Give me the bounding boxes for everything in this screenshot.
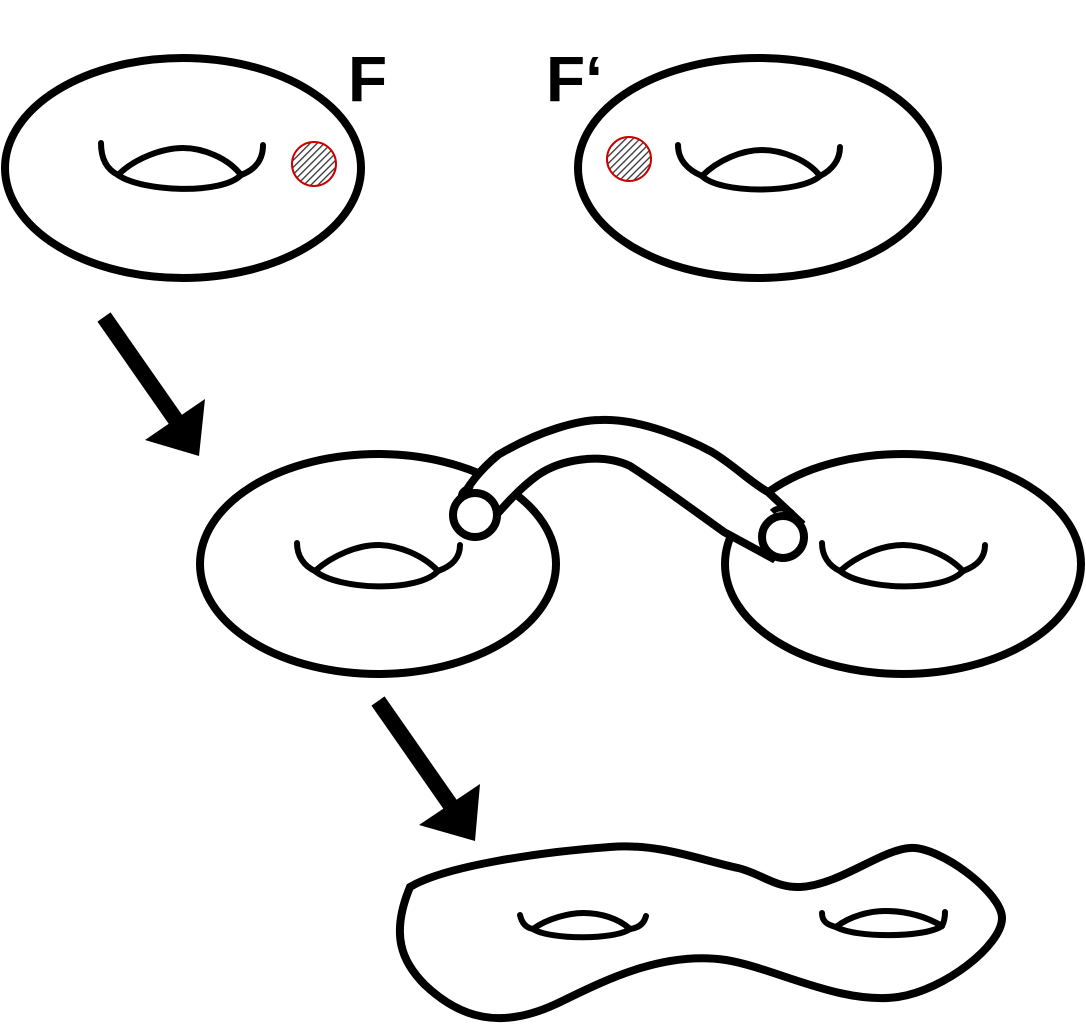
connecting-tube [452, 415, 806, 564]
arrow-2 [371, 696, 480, 841]
torus-f-prime-outline [574, 54, 942, 282]
genus-two-outline [395, 842, 1007, 1023]
tube-end-right [758, 512, 808, 562]
genus-two-surface [395, 842, 1007, 1023]
genus-two-hole-left [517, 910, 649, 941]
label-f-prime: F‘ [546, 43, 603, 115]
genus-two-hole-right [819, 908, 948, 939]
removed-disk-f [291, 141, 337, 187]
middle-left-torus-hole [294, 540, 463, 590]
tori-with-tube [196, 415, 1085, 678]
middle-right-torus-hole [819, 540, 988, 590]
torus-f-hole [98, 140, 266, 192]
torus-f-outline [1, 54, 365, 282]
label-f: F [348, 43, 387, 115]
torus-f [1, 54, 365, 282]
torus-f-prime [574, 54, 942, 282]
removed-disk-f-prime [606, 136, 652, 182]
middle-right-torus-outline [721, 450, 1085, 678]
tube-end-left [449, 489, 501, 541]
torus-f-prime-hole [675, 142, 843, 193]
arrow-1 [97, 312, 205, 456]
